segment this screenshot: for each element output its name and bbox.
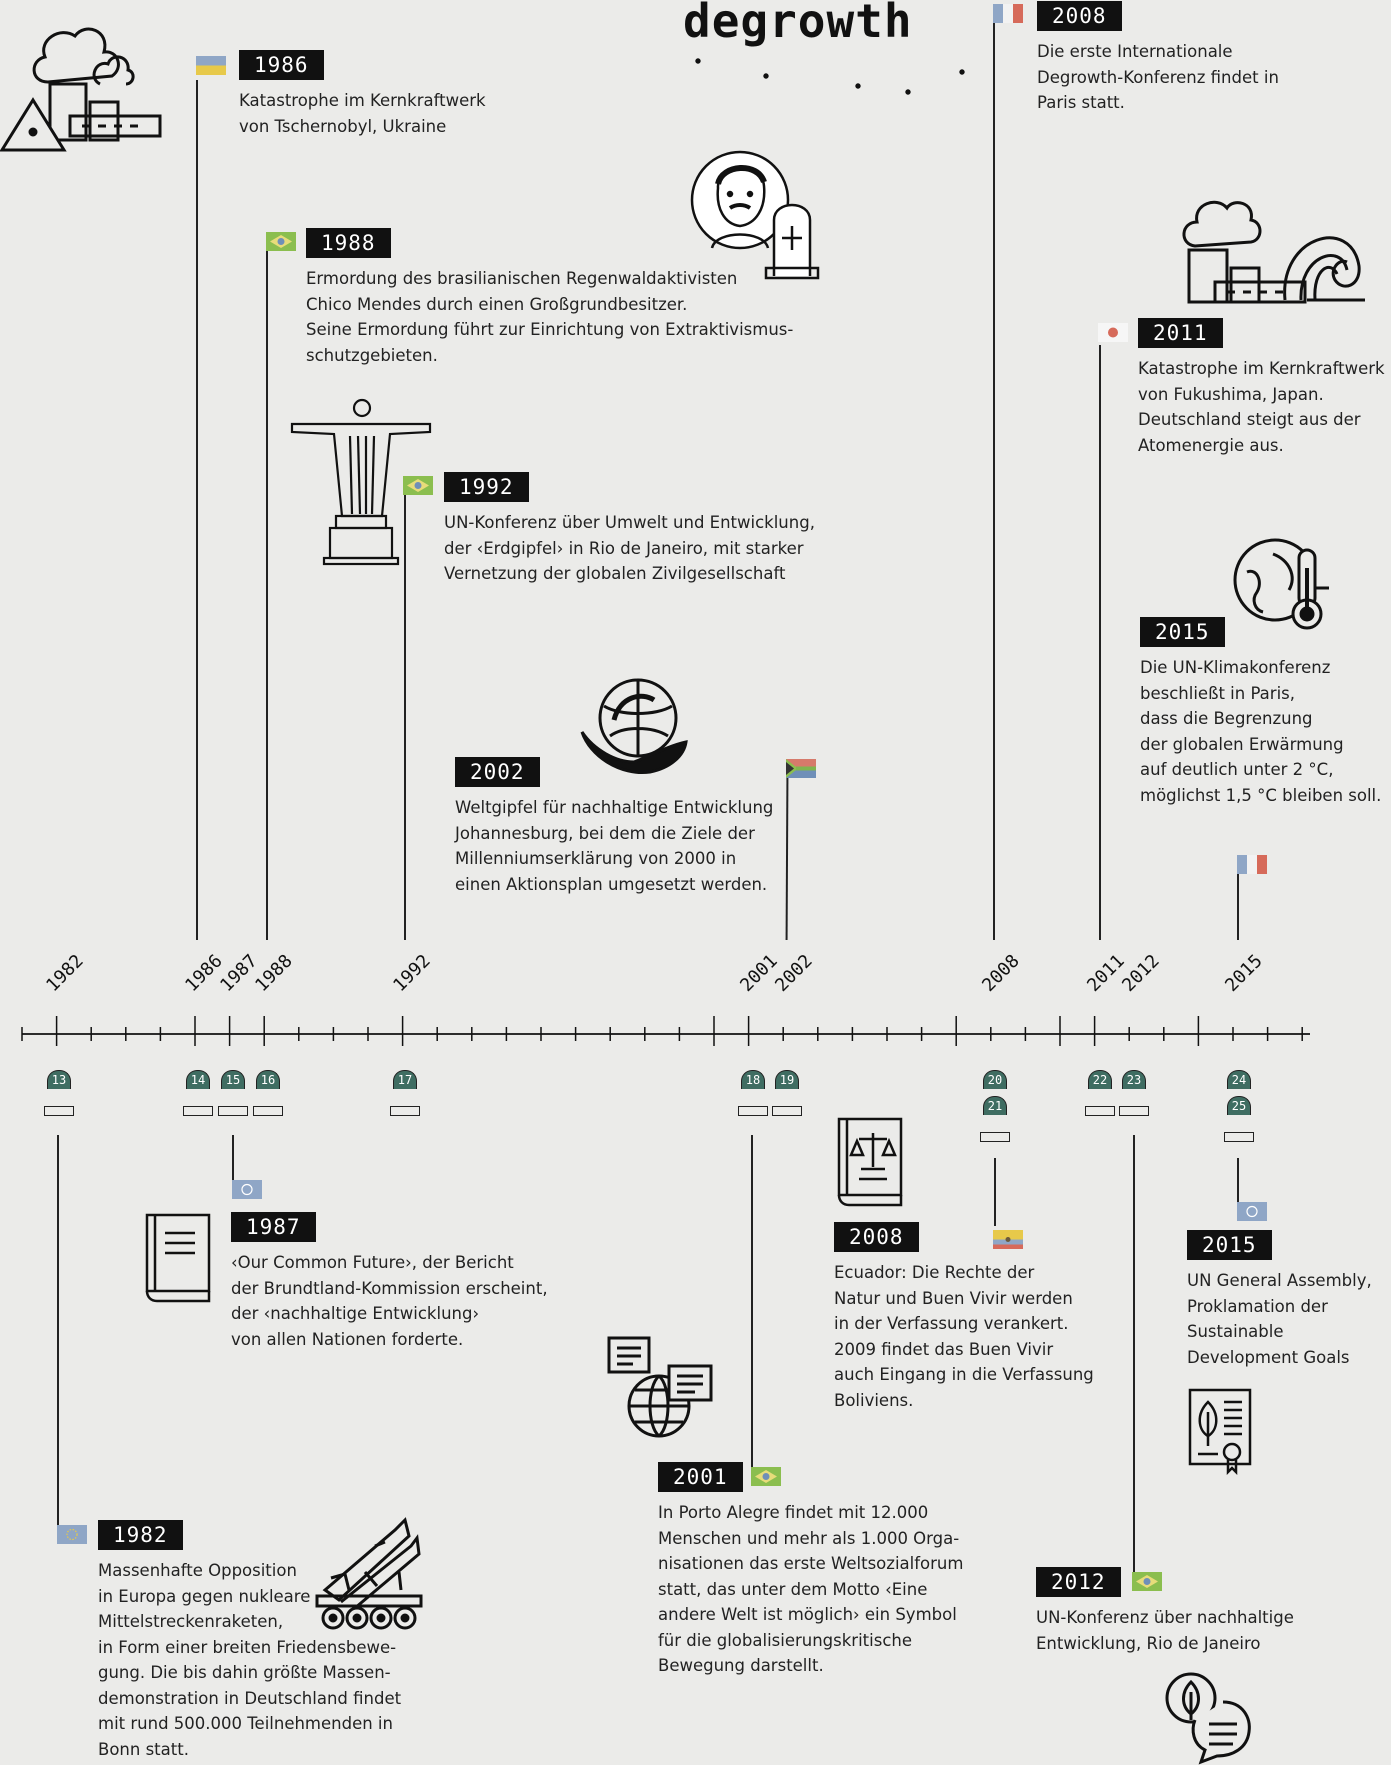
flag-brazil: [1132, 1572, 1162, 1591]
flag-france: [1237, 855, 1267, 874]
connector-1982: [57, 1135, 59, 1535]
flag-un: [232, 1180, 262, 1199]
marker-base: [1119, 1106, 1149, 1116]
connector-2001: [751, 1135, 753, 1475]
marker-18[interactable]: 18: [741, 1070, 765, 1089]
year-badge-2011: 2011: [1138, 318, 1223, 348]
christ-redeemer-icon: [290, 398, 432, 566]
connector-2012: [1133, 1135, 1135, 1580]
missile-launcher-icon: [315, 1517, 423, 1630]
degrowth-logo: degrowth: [683, 0, 913, 48]
year-badge-2015-bottom: 2015: [1187, 1230, 1272, 1260]
flag-eu: [57, 1525, 87, 1544]
event-text-2008-bottom: Ecuador: Die Rechte der Natur und Buen V…: [834, 1263, 1094, 1410]
certificate-leaf-icon: [1188, 1388, 1252, 1476]
flag-un: [1237, 1202, 1267, 1221]
grave-portrait-icon: [690, 150, 820, 280]
flag-brazil: [266, 232, 296, 251]
year-badge-1988: 1988: [306, 228, 391, 258]
fukushima-wave-icon: [1182, 200, 1365, 304]
event-text-2015-top: Die UN-Klimakonferenz beschließt in Pari…: [1140, 658, 1382, 805]
marker-base: [253, 1106, 283, 1116]
logo-dots-icon: [695, 58, 965, 95]
marker-base: [44, 1106, 74, 1116]
globe-hands-icon: [580, 678, 688, 774]
marker-22[interactable]: 22: [1088, 1070, 1112, 1089]
year-badge-2008-bottom: 2008: [834, 1222, 919, 1252]
connector-1986: [196, 80, 198, 940]
flag-japan: [1098, 323, 1128, 342]
marker-base: [183, 1106, 213, 1116]
year-badge-2002: 2002: [455, 757, 540, 787]
event-text-1988: Ermordung des brasilianischen Regenwalda…: [306, 269, 794, 365]
flag-brazil: [751, 1467, 781, 1486]
marker-24[interactable]: 24: [1227, 1070, 1251, 1089]
event-text-1982: Massenhafte Opposition in Europa gegen n…: [98, 1561, 402, 1759]
year-badge-1987: 1987: [231, 1212, 316, 1242]
connector-1988: [266, 250, 268, 940]
year-badge-1982: 1982: [98, 1520, 183, 1550]
year-badge-2015-top: 2015: [1140, 617, 1225, 647]
marker-base: [1085, 1106, 1115, 1116]
connector-1992: [404, 493, 406, 940]
connector-2008-bottom: [994, 1158, 996, 1226]
report-book-icon: [145, 1213, 211, 1303]
year-badge-2012: 2012: [1036, 1567, 1121, 1597]
marker-16[interactable]: 16: [256, 1070, 280, 1089]
marker-base: [738, 1106, 768, 1116]
flag-ukraine: [196, 56, 226, 75]
event-text-1986: Katastrophe im Kernkraftwerk von Tschern…: [239, 91, 486, 136]
nuclear-plant-icon: [0, 27, 162, 152]
connector-1987: [232, 1135, 234, 1180]
flag-ecuador: [993, 1230, 1023, 1249]
marker-25[interactable]: 25: [1227, 1096, 1251, 1115]
event-text-1992: UN-Konferenz über Umwelt und Entwicklung…: [444, 513, 815, 583]
year-badge-1986: 1986: [239, 50, 324, 80]
marker-13[interactable]: 13: [47, 1070, 71, 1089]
marker-15[interactable]: 15: [221, 1070, 245, 1089]
globe-chat-icon: [607, 1336, 713, 1438]
marker-23[interactable]: 23: [1122, 1070, 1146, 1089]
marker-21[interactable]: 21: [983, 1096, 1007, 1115]
flag-south-africa: [786, 759, 816, 778]
connector-2015-bottom: [1237, 1158, 1239, 1208]
marker-base: [1224, 1132, 1254, 1142]
marker-17[interactable]: 17: [393, 1070, 417, 1089]
event-text-2011: Katastrophe im Kernkraftwerk von Fukushi…: [1138, 359, 1385, 455]
event-text-2001: In Porto Alegre findet mit 12.000 Mensch…: [658, 1503, 964, 1675]
year-badge-2008-top: 2008: [1037, 1, 1122, 31]
flag-france: [993, 4, 1023, 23]
marker-14[interactable]: 14: [186, 1070, 210, 1089]
connector-2008-top: [993, 18, 995, 940]
connector-2011: [1099, 345, 1101, 940]
marker-base: [980, 1132, 1010, 1142]
event-text-1987: ‹Our Common Future›, der Bericht der Bru…: [231, 1253, 548, 1349]
marker-19[interactable]: 19: [775, 1070, 799, 1089]
year-badge-1992: 1992: [444, 472, 529, 502]
law-book-icon: [837, 1117, 903, 1207]
event-text-2015-bottom: UN General Assembly, Proklamation der Su…: [1187, 1271, 1372, 1367]
globe-thermometer-icon: [1233, 538, 1329, 630]
event-text-2008-top: Die erste Internationale Degrowth-Konfer…: [1037, 42, 1279, 112]
marker-20[interactable]: 20: [983, 1070, 1007, 1089]
leaf-chat-icon: [1165, 1672, 1251, 1765]
connector-2015-top: [1237, 872, 1239, 940]
event-text-2002: Weltgipfel für nachhaltige Entwicklung J…: [455, 798, 774, 894]
marker-base: [390, 1106, 420, 1116]
flag-brazil: [403, 476, 433, 495]
marker-base: [218, 1106, 248, 1116]
event-text-2012: UN-Konferenz über nachhaltige Entwicklun…: [1036, 1608, 1294, 1653]
marker-base: [772, 1106, 802, 1116]
year-badge-2001: 2001: [658, 1462, 743, 1492]
